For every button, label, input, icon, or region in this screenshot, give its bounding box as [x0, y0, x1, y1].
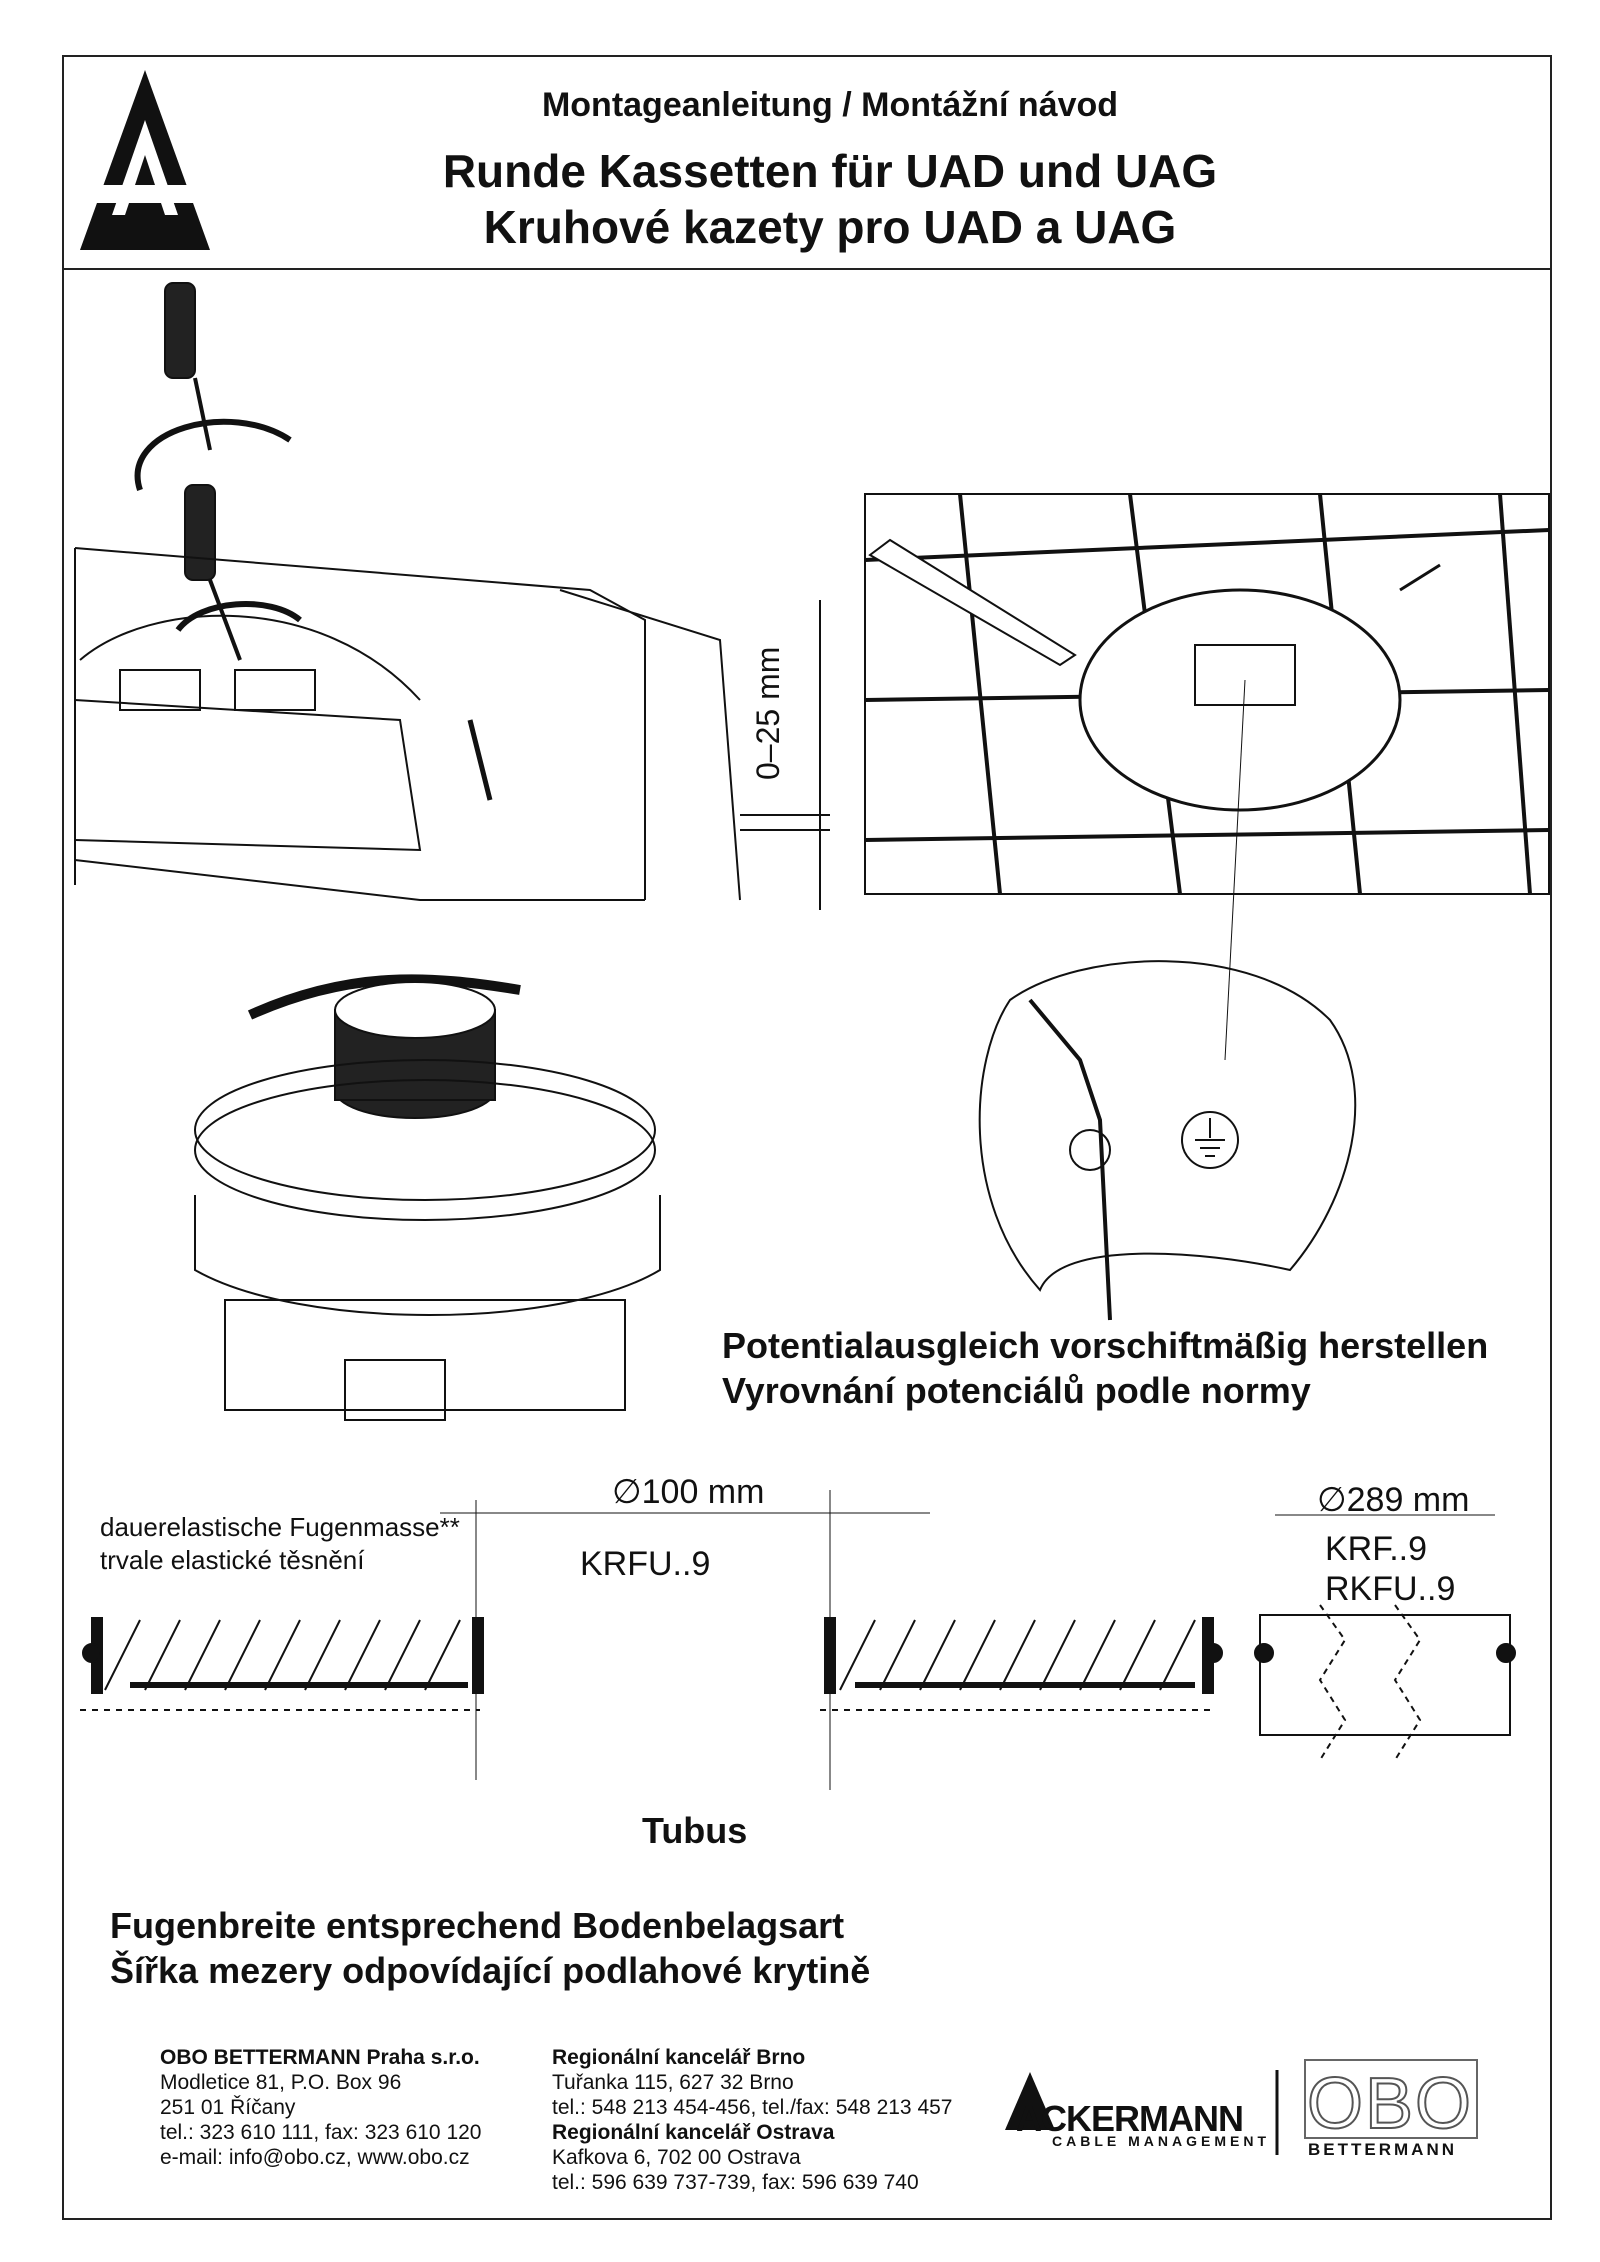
ostrava-address: Kafkova 6, 702 00 Ostrava	[552, 2146, 801, 2169]
contact-praha: OBO BETTERMANN Praha s.r.o. Modletice 81…	[160, 2045, 481, 2170]
footer-logos	[1005, 2059, 1478, 2155]
obo-logo-subtitle: BETTERMANN	[1308, 2140, 1457, 2159]
page-subtitle: Montageanleitung / Montážní návod	[541, 86, 1119, 124]
praha-email: e-mail: info@obo.cz, www.obo.cz	[160, 2146, 470, 2169]
tubus-label: Tubus	[642, 1810, 748, 1851]
joint-note-cz: Šířka mezery odpovídající podlahové kryt…	[110, 1950, 871, 1991]
praha-name: OBO BETTERMANN Praha s.r.o.	[160, 2046, 480, 2069]
diameter-small-label: ∅100 mm	[612, 1473, 765, 1511]
page-title-cz: Kruhové kazety pro UAD a UAG	[483, 201, 1177, 253]
diameter-large-value: 289 mm	[1346, 1481, 1470, 1519]
brno-name: Regionální kancelář Brno	[552, 2046, 806, 2069]
sealant-note-de: dauerelastische Fugenmasse**	[100, 1512, 460, 1542]
page-title-de: Runde Kassetten für UAD und UAG	[442, 145, 1218, 197]
adjust-range-label: 0–25 mm	[750, 646, 786, 780]
brno-address: Tuřanka 115, 627 32 Brno	[552, 2071, 794, 2094]
screwdriver-icon	[164, 282, 196, 379]
sealant-note-cz: trvale elastické těsnění	[100, 1545, 365, 1575]
figure-floor-grid	[864, 493, 1550, 895]
ostrava-phone: tel.: 596 639 737-739, fax: 596 639 740	[552, 2171, 919, 2194]
ground-symbol-icon	[1181, 1111, 1239, 1169]
potential-note-de: Potentialausgleich vorschiftmäßig herste…	[722, 1325, 1489, 1366]
model-krf-label: KRF..9	[1325, 1530, 1428, 1568]
header-divider	[62, 268, 1552, 270]
figure-cross-sections	[80, 1490, 1516, 1790]
figure-cassette-assembly	[194, 974, 661, 1421]
ostrava-name: Regionální kancelář Ostrava	[552, 2121, 835, 2144]
ackermann-logo-subtitle: CABLE MANAGEMENT	[1052, 2133, 1270, 2149]
diameter-large-label: ∅289 mm	[1317, 1481, 1470, 1519]
ackermann-logo: ACKERMANN	[1016, 2098, 1244, 2139]
diameter-small-value: 100 mm	[641, 1473, 765, 1511]
model-krfu-label: KRFU..9	[580, 1545, 711, 1583]
potential-note-cz: Vyrovnání potenciálů podle normy	[722, 1370, 1311, 1411]
ackermann-triangle-logo-icon	[80, 70, 210, 250]
joint-note-de: Fugenbreite entsprechend Bodenbelagsart	[110, 1905, 845, 1946]
figure-height-adjustment	[74, 282, 830, 910]
figure-ground-detail	[978, 679, 1357, 1321]
obo-logo: OBO	[1306, 2063, 1474, 2145]
page-frame	[62, 55, 1552, 2220]
praha-phone: tel.: 323 610 111, fax: 323 610 120	[160, 2121, 482, 2144]
rotate-arrow-icon	[134, 418, 292, 491]
praha-address-2: 251 01 Říčany	[160, 2096, 296, 2119]
praha-address-1: Modletice 81, P.O. Box 96	[160, 2071, 402, 2094]
model-rkfu-label: RKFU..9	[1325, 1570, 1456, 1608]
contact-regional: Regionální kancelář Brno Tuřanka 115, 62…	[552, 2045, 952, 2195]
brno-phone: tel.: 548 213 454-456, tel./fax: 548 213…	[552, 2096, 953, 2119]
